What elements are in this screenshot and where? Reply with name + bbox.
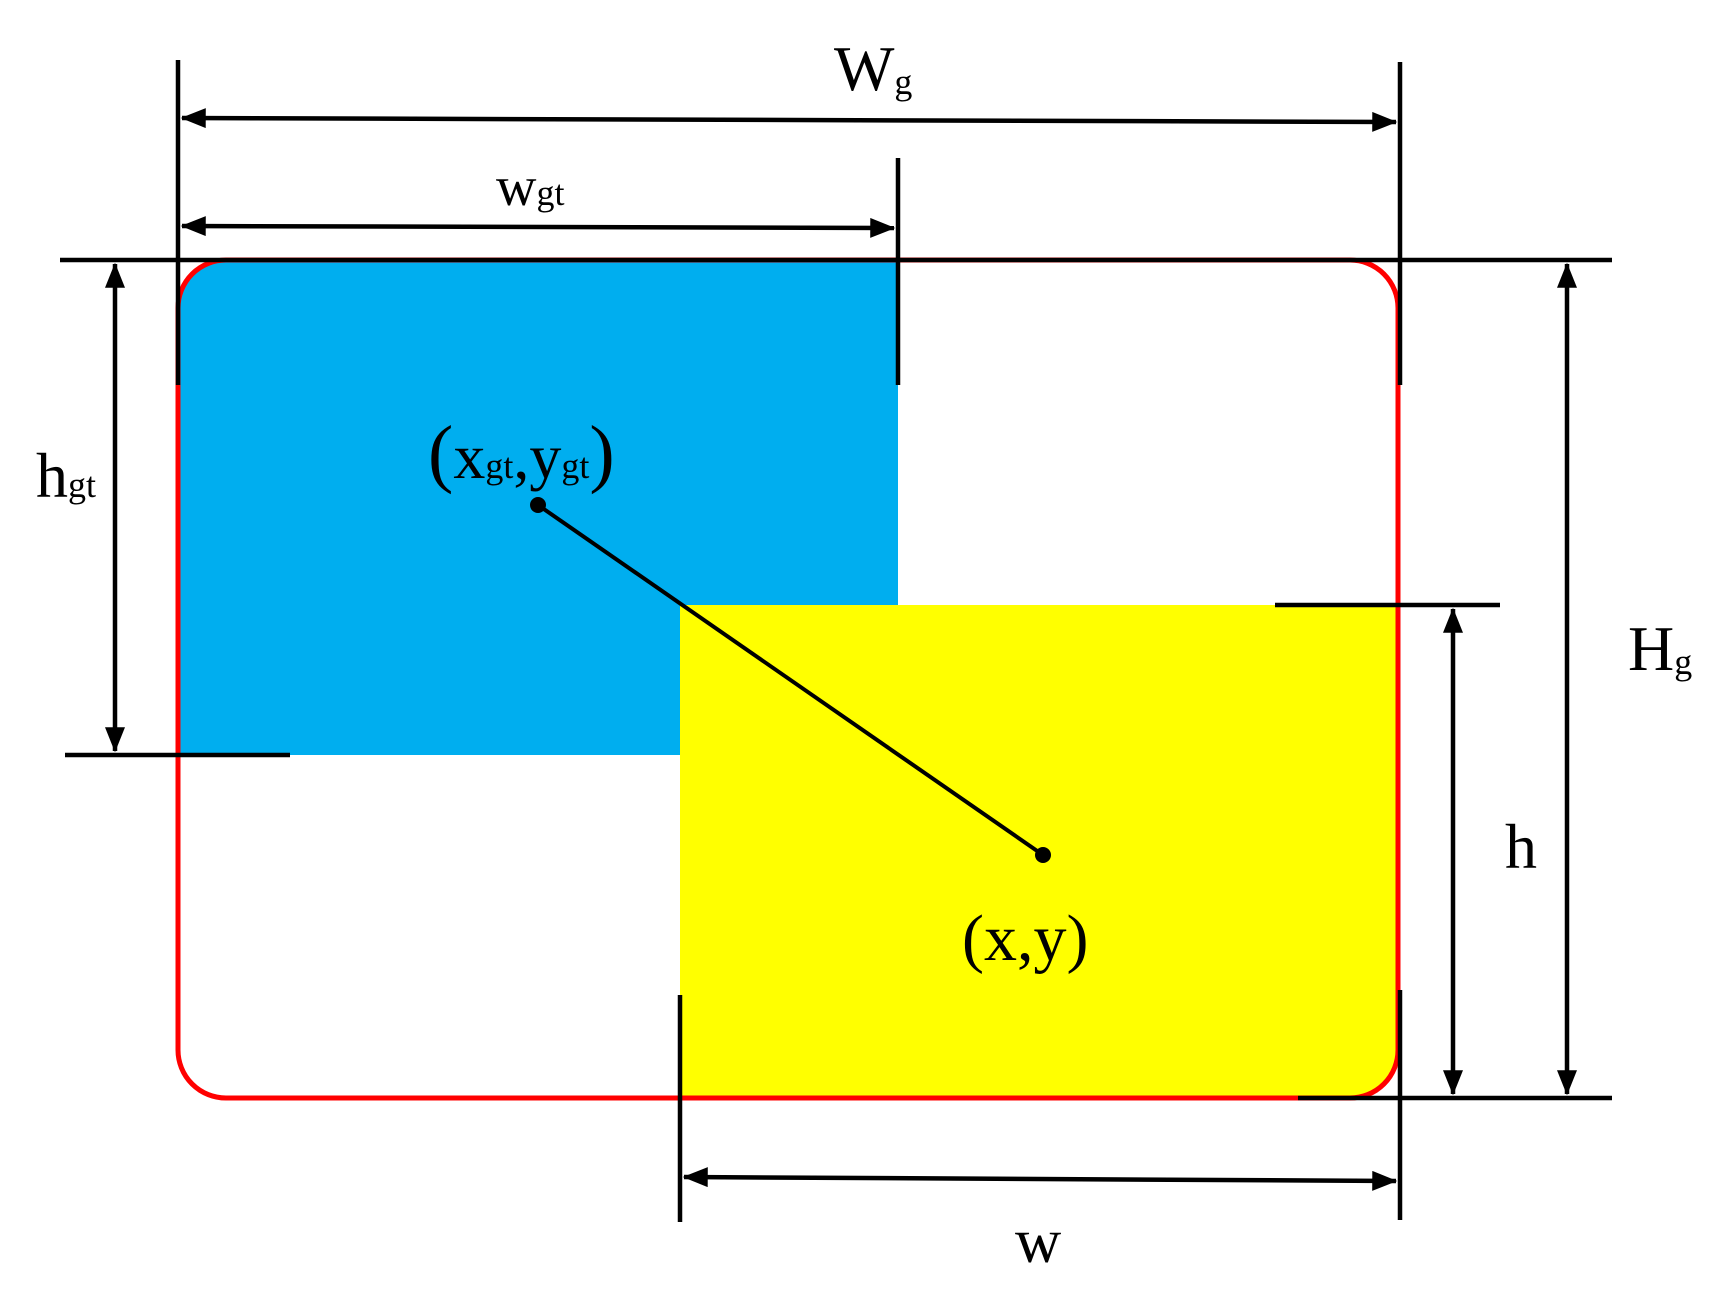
gt-height-label: hgt (36, 440, 96, 511)
extension-lines (60, 60, 1612, 1222)
gt-width-label: wgt (496, 156, 564, 218)
dimension-arrows (105, 108, 1577, 1191)
outer-width-arrow (180, 108, 1398, 132)
center-distance-line (536, 503, 1045, 857)
pred-width-arrow (682, 1167, 1398, 1191)
pred-width-label: w (1015, 1205, 1061, 1276)
pred-center-label: (x,y) (962, 902, 1088, 975)
outer-width-label: Wg (834, 33, 912, 104)
outer-height-label: Hg (1628, 613, 1692, 684)
gt-center-label: (xgt,ygt) (428, 411, 615, 495)
pred-height-label: h (1505, 811, 1537, 882)
pred-center-point (1035, 847, 1051, 863)
gt-width-arrow (180, 216, 896, 238)
gt-center-point (530, 497, 546, 513)
